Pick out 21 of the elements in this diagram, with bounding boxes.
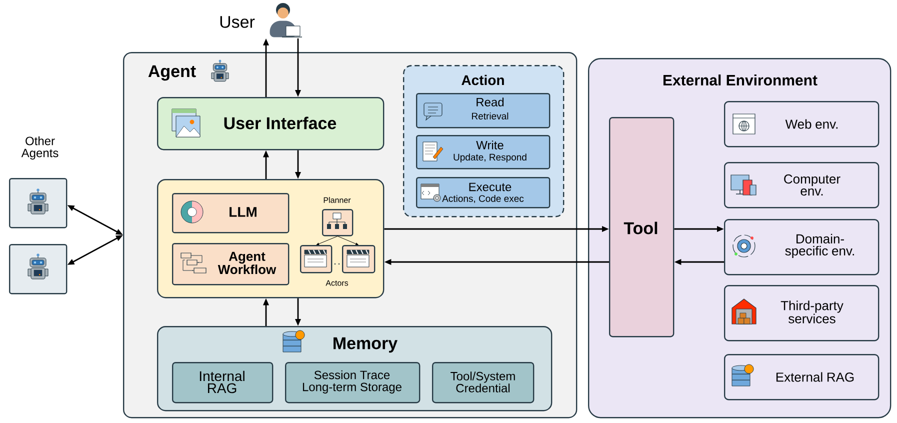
environment-box: Computer env. <box>724 162 880 208</box>
caption-label: Actors <box>326 280 348 286</box>
group-label: Other Agents <box>21 136 58 160</box>
environment-box: Third-party services <box>724 284 880 342</box>
module-box: Agent Workflow <box>172 243 290 286</box>
node-label: Planner <box>324 197 351 203</box>
memory-item-box: Internal RAG <box>172 362 274 404</box>
environment-box: Domain-specific env. <box>724 219 880 276</box>
action-box: Write Update, Respond <box>416 135 550 170</box>
module-box: LLM <box>172 193 290 234</box>
action-box: Execute Actions, Code exec <box>416 177 550 208</box>
interface-box: User Interface <box>157 97 384 150</box>
arrow <box>316 236 338 246</box>
person-label: User <box>220 16 255 28</box>
environment-box: Web env. <box>724 101 880 148</box>
memory-item-box: Tool/System Credential <box>432 362 534 404</box>
environment-box: External RAG <box>724 354 880 400</box>
tool-box: Tool <box>609 117 674 338</box>
memory-item-box: Session Trace Long-term Storage <box>285 362 420 404</box>
arrow <box>337 236 358 245</box>
action-box: Read Retrieval <box>416 93 550 128</box>
